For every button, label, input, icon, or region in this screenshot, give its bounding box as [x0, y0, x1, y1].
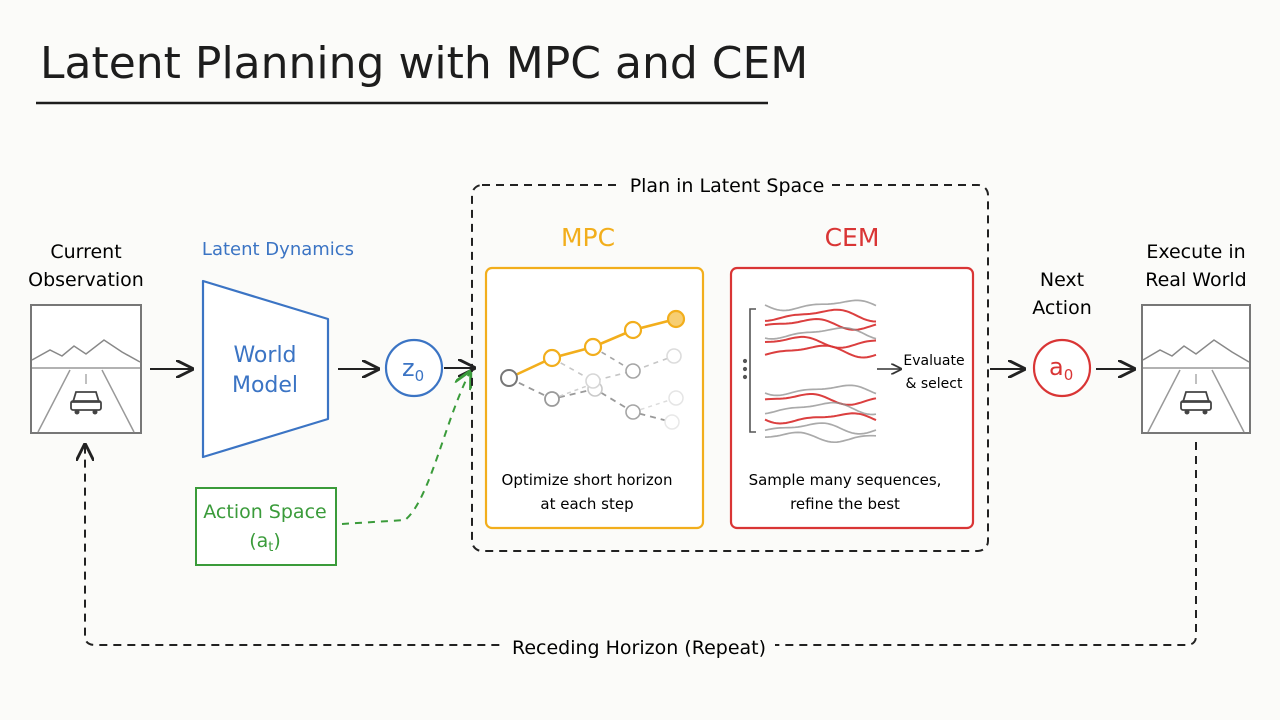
- mpc-caption-line2: at each step: [540, 495, 633, 513]
- cem-sample-line: [764, 344, 877, 359]
- cem-sample-trajectories: [764, 299, 877, 444]
- car-icon: [70, 391, 102, 415]
- mpc-panel: [484, 266, 705, 530]
- mpc-caption-line1: Optimize short horizon: [502, 471, 673, 489]
- latent-state-node: [384, 338, 444, 398]
- receding-horizon-loop: [85, 442, 1197, 646]
- real-world-frame: [1141, 304, 1251, 434]
- next-action-label-line1: Next: [1040, 269, 1084, 291]
- cem-sample-line: [764, 384, 877, 397]
- execute-label-line1: Execute in: [1146, 241, 1245, 263]
- cem-sample-line: [764, 431, 877, 444]
- action-space-label: Action Space: [203, 501, 326, 523]
- latent-state-subscript: 0: [415, 367, 425, 385]
- cem-sample-line: [764, 299, 877, 312]
- cem-caption-line2: refine the best: [790, 495, 900, 513]
- next-action-symbol: a0: [1049, 353, 1073, 384]
- latent-state-letter: z: [402, 354, 415, 382]
- car-icon: [1180, 391, 1212, 415]
- plan-container: [471, 184, 989, 552]
- cem-sample-line: [764, 412, 877, 425]
- next-action-node: [1032, 338, 1092, 398]
- action-space-letter: (a: [249, 530, 268, 552]
- latent-state-symbol: z0: [402, 354, 424, 385]
- next-action-letter: a: [1049, 353, 1064, 381]
- cem-sample-line: [764, 326, 877, 340]
- cem-sample-line: [764, 401, 877, 416]
- arrow-action-to-plan: [341, 372, 470, 525]
- cem-evaluate-line2: & select: [906, 376, 963, 392]
- cem-panel: [729, 266, 975, 530]
- page-title: Latent Planning with MPC and CEM: [40, 38, 808, 89]
- world-model-label-line2: Model: [232, 373, 298, 398]
- plan-label: Plan in Latent Space: [630, 175, 825, 197]
- action-space-box: [195, 487, 337, 566]
- execute-label-line2: Real World: [1145, 269, 1246, 291]
- action-space-subscript: t: [268, 540, 273, 555]
- current-observation-frame: [30, 304, 142, 434]
- action-space-symbol: (at): [249, 530, 281, 555]
- cem-sample-line: [764, 317, 877, 331]
- mpc-title: MPC: [561, 223, 615, 252]
- observation-label-line2: Observation: [28, 269, 144, 291]
- cem-sample-bracket: [742, 308, 756, 433]
- next-action-subscript: 0: [1064, 366, 1074, 384]
- cem-sample-line: [764, 335, 877, 349]
- cem-caption-line1: Sample many sequences,: [749, 471, 942, 489]
- cem-title: CEM: [825, 223, 880, 252]
- loop-label: Receding Horizon (Repeat): [512, 637, 766, 659]
- mpc-trajectory-tree: [500, 309, 686, 430]
- cem-sample-line: [764, 422, 877, 435]
- cem-sample-line: [764, 308, 877, 323]
- cem-evaluate-line1: Evaluate: [903, 353, 964, 369]
- world-model-label-line1: World: [233, 343, 296, 368]
- cem-sample-line: [764, 393, 877, 406]
- next-action-label-line2: Action: [1032, 297, 1092, 319]
- observation-label-line1: Current: [50, 241, 121, 263]
- latent-dynamics-label: Latent Dynamics: [202, 239, 354, 260]
- world-model-trapezoid: [201, 279, 330, 459]
- action-space-close: ): [273, 530, 280, 552]
